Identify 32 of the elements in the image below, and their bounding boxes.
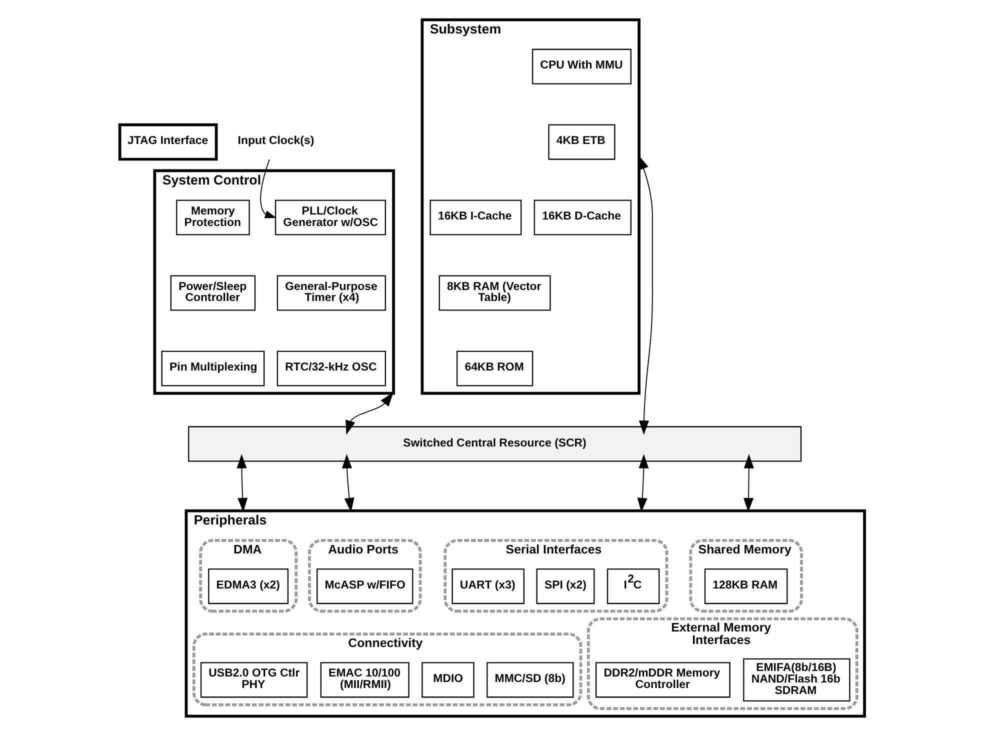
node-box: MMC/SD (8b) — [486, 662, 574, 698]
node-box: JTAG Interface — [118, 123, 218, 161]
node-box: EDMA3 (x2) — [208, 568, 289, 604]
node-box: CPU With MMU — [532, 48, 632, 84]
node-box: 8KB RAM (Vector Table) — [438, 275, 551, 311]
arrow — [346, 392, 394, 435]
node-box: 16KB I-Cache — [430, 200, 522, 236]
node-box: Power/Sleep Controller — [170, 275, 256, 311]
node-box: UART (x3) — [452, 568, 525, 604]
node-box: RTC/32-kHz OSC — [276, 350, 386, 386]
node-box: Memory Protection — [176, 200, 250, 236]
node-box: EMAC 10/100 (MII/RMII) — [320, 662, 410, 698]
arrow — [744, 454, 754, 512]
node-box: 16KB D-Cache — [534, 200, 632, 236]
node-box: 4KB ETB — [548, 124, 616, 160]
node-box: 128KB RAM — [704, 568, 788, 604]
node-box: USB2.0 OTG Ctlr PHY — [200, 662, 308, 698]
arrow — [637, 454, 649, 512]
node-box: DDR2/mDDR Memory Controller — [596, 662, 730, 698]
arrow — [638, 155, 653, 435]
node-box: PLL/Clock Generator w/OSC — [274, 200, 386, 236]
node-box: MDIO — [422, 662, 474, 698]
arrow — [236, 454, 248, 512]
node-text: Input Clock(s) — [238, 135, 314, 148]
node-box: McASP w/FIFO — [316, 568, 414, 604]
node-box: 64KB ROM — [456, 350, 534, 386]
node-box: EMIFA(8b/16B) NAND/Flash 16b SDRAM — [743, 658, 850, 702]
node-box: Switched Central Resource (SCR) — [188, 426, 802, 462]
node-box: SPI (x2) — [536, 568, 595, 604]
node-box: Pin Multiplexing — [161, 350, 265, 386]
node-box: General-Purpose Timer (x4) — [276, 275, 386, 311]
arrow — [342, 454, 354, 512]
